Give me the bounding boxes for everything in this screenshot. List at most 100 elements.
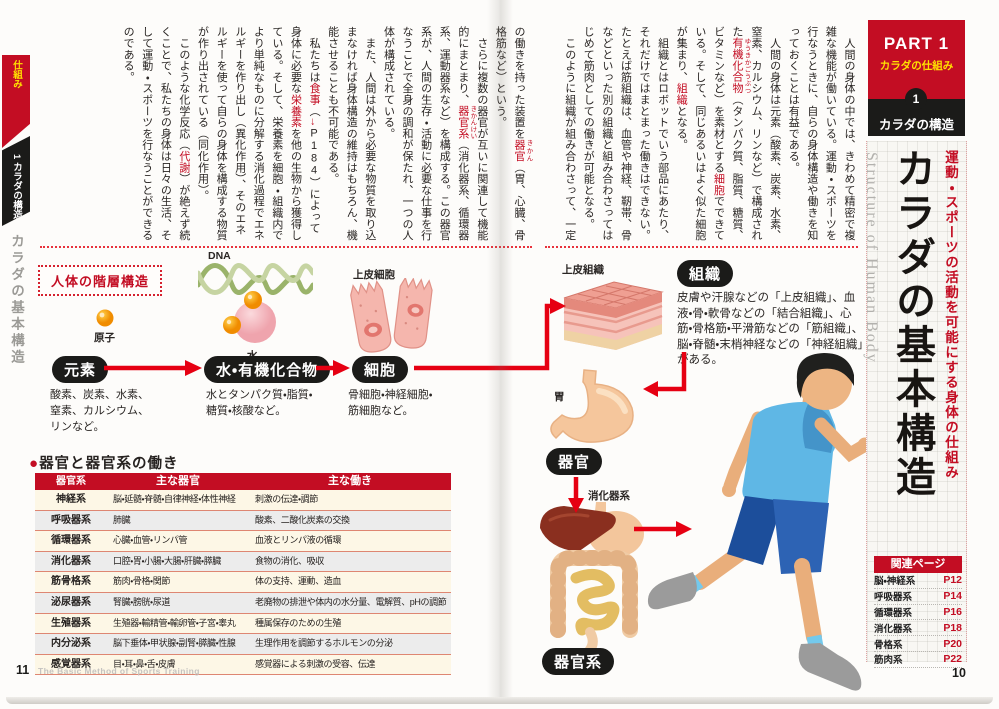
column-header: 器官系: [56, 476, 86, 487]
elements-description: 酸素、炭素、水素、 窒素、カルシウム、 リンなど。: [50, 389, 149, 433]
related-pages-header: 関連ページ: [874, 556, 962, 573]
page-subtitle: 運動・スポーツの活動を可能にする身体の仕組み: [943, 150, 958, 480]
related-pages: 関連ページ 脳・神経系 P12 呼吸器系 P14 循環器系 P16: [874, 556, 962, 668]
pill-water-organic: 水・有機化合物: [204, 356, 331, 383]
related-page-label: 呼吸器系: [874, 592, 913, 604]
page-number-right: 10: [952, 666, 966, 680]
cell-organ-system: 循環器系: [51, 535, 91, 547]
cell-main-organs: 肺臓: [113, 514, 131, 525]
stomach-label: 胃: [554, 391, 565, 403]
related-pages-list: 脳・神経系 P12 呼吸器系 P14 循環器系 P16 消化器系 P18: [874, 573, 962, 668]
table-row: 感覚器系 目・耳・鼻・舌・皮膚 感覚器による刺激の受容、伝達: [35, 654, 451, 676]
pill-elements: 元素: [52, 356, 109, 383]
related-page-number: P22: [943, 653, 962, 666]
related-page-row: 消化器系 P18: [874, 620, 962, 637]
sidebar-part-tab: PART1カラダの仕組み: [2, 55, 30, 148]
cell-organ-system: 内分泌系: [51, 638, 91, 650]
cell-main-function: 血液とリンパ液の循環: [255, 535, 342, 546]
cell-main-function: 老廃物の排泄や体内の水分量、電解質、pHの調節: [255, 596, 447, 607]
footer-text: The Basic Method of Sports Training: [38, 666, 200, 676]
cell-organ-system: 生殖器系: [51, 617, 91, 629]
column-header: 主な器官: [156, 475, 200, 487]
page-title: カラダの基本構造: [890, 148, 934, 500]
epithelial-cell-label: 上皮細胞: [353, 269, 395, 281]
table-row: 循環器系 心臓・血管・リンパ管 血液とリンパ液の循環: [35, 531, 451, 552]
body-text-right-page: 人間の身体の中では、きわめて精密で複雑な機能が働いている。運動・スポーツを行なう…: [563, 26, 855, 241]
sidebar-section-label: カラダの基本構造: [9, 234, 24, 366]
sidebar-part-sub: カラダの仕組み: [11, 60, 50, 148]
sidebar-chapter-label: 1 カラダの構造: [11, 154, 22, 219]
page-title-english: Structure of Human Body: [863, 152, 880, 364]
cell-organ-system: 筋骨格系: [51, 576, 91, 588]
water-organic-description: 水とタンパク質・脂質・ 糖質・核酸など。: [206, 389, 313, 417]
cell-description: 骨細胞・神経細胞・ 筋細胞など。: [348, 389, 433, 417]
related-page-number: P18: [943, 621, 962, 634]
cell-main-organs: 筋肉・骨格・関節: [113, 576, 170, 587]
cell-organ-system: 消化器系: [51, 555, 91, 567]
epithelial-cells-icon: [350, 278, 433, 353]
table-row: 泌尿器系 腎臓・膀胱・尿道 老廃物の排泄や体内の水分量、電解質、pHの調節: [35, 592, 451, 614]
chapter-number-badge: 1: [905, 88, 927, 110]
related-page-number: P20: [943, 637, 962, 650]
cell-main-function: 体の支持、運動、造血: [255, 576, 342, 587]
page-number-left: 11: [16, 663, 30, 677]
part-header: PART 1 カラダの仕組み: [868, 20, 965, 99]
related-page-row: 循環器系 P16: [874, 605, 962, 621]
pill-organ: 器官: [546, 448, 603, 475]
organ-table-body: 神経系 脳・延髄・脊髄・自律神経・体性神経 刺激の伝達・調節 呼吸器系 肺臓 酸…: [35, 490, 451, 676]
part-subtitle: カラダの仕組み: [879, 60, 954, 72]
cell-main-function: 種属保存のための生殖: [255, 617, 342, 628]
cell-organ-system: 泌尿器系: [51, 596, 91, 608]
cell-organ-system: 呼吸器系: [51, 514, 91, 526]
table-row: 生殖器系 生殖器・輸精管・輸卵管・子宮・睾丸 種属保存のための生殖: [35, 613, 451, 635]
divider-left: [40, 246, 532, 248]
organ-table-header: 器官系 主な器官 主な働き: [35, 473, 451, 490]
atom-label: 原子: [94, 332, 115, 344]
page-bottom-edge: [6, 697, 993, 704]
part-label: PART 1: [883, 34, 950, 53]
water-molecule-icon: [223, 291, 276, 343]
stomach-icon: [550, 369, 634, 443]
cell-main-organs: 生殖器・輸精管・輸卵管・子宮・睾丸: [113, 617, 236, 628]
title-panel: [866, 141, 967, 662]
table-row: 神経系 脳・延髄・脊髄・自律神経・体性神経 刺激の伝達・調節: [35, 490, 451, 511]
related-page-row: 脳・神経系 P12: [874, 573, 962, 589]
table-row: 呼吸器系 肺臓 酸素、二酸化炭素の交換: [35, 510, 451, 532]
organ-table-title: ●器官と器官系の働き: [29, 455, 179, 472]
tissue-description: 皮膚や汗腺などの「上皮組織」、血液・骨・軟骨などの「結合組織」、心筋・骨格筋・平…: [677, 292, 864, 366]
digestive-system-label: 消化器系: [588, 490, 630, 502]
pill-cell: 細胞: [352, 356, 409, 383]
cell-organ-system: 神経系: [56, 494, 86, 505]
pill-organ-system: 器官系: [542, 648, 615, 675]
cell-main-function: 生理作用を調節するホルモンの分泌: [255, 638, 393, 649]
dna-label: DNA: [208, 250, 231, 262]
bullet-icon: ●: [29, 455, 40, 472]
cell-main-organs: 腎臓・膀胱・尿道: [113, 596, 170, 607]
epithelial-tissue-label: 上皮組織: [562, 264, 604, 276]
divider-right: [545, 246, 858, 248]
related-page-row: 呼吸器系 P14: [874, 589, 962, 605]
related-page-row: 筋肉系 P22: [874, 652, 962, 668]
related-page-number: P14: [943, 590, 962, 603]
cell-main-organs: 脳下垂体・甲状腺・副腎・膵臓・性腺: [113, 638, 236, 649]
cell-main-organs: 目・耳・鼻・舌・皮膚: [113, 658, 176, 669]
runner-illustration: [647, 353, 873, 691]
table-row: 消化器系 口腔・胃・小腸・大腸・肝臓・膵臓 食物の消化、吸収: [35, 551, 451, 573]
related-page-label: 脳・神経系: [874, 576, 916, 588]
related-page-label: 筋肉系: [874, 655, 903, 667]
digestive-system-icon: [540, 502, 644, 655]
atom-icon: [96, 309, 114, 327]
pill-tissue: 組織: [677, 260, 734, 287]
cell-main-organs: 脳・延髄・脊髄・自律神経・体性神経: [113, 494, 236, 504]
cell-main-function: 感覚器による刺激の受容、伝達: [255, 658, 376, 669]
page-gutter: [487, 0, 513, 700]
chapter-label: カラダの構造: [878, 118, 954, 132]
table-row: 内分泌系 脳下垂体・甲状腺・副腎・膵臓・性腺 生理作用を調節するホルモンの分泌: [35, 634, 451, 655]
table-row: 筋骨格系 筋肉・骨格・関節 体の支持、運動、造血: [35, 572, 451, 593]
related-page-label: 骨格系: [874, 639, 903, 651]
related-page-number: P12: [943, 574, 962, 587]
cell-organ-system: 感覚器系: [51, 658, 91, 670]
related-page-row: 骨格系 P20: [874, 636, 962, 652]
cell-main-function: 酸素、二酸化炭素の交換: [255, 514, 350, 525]
